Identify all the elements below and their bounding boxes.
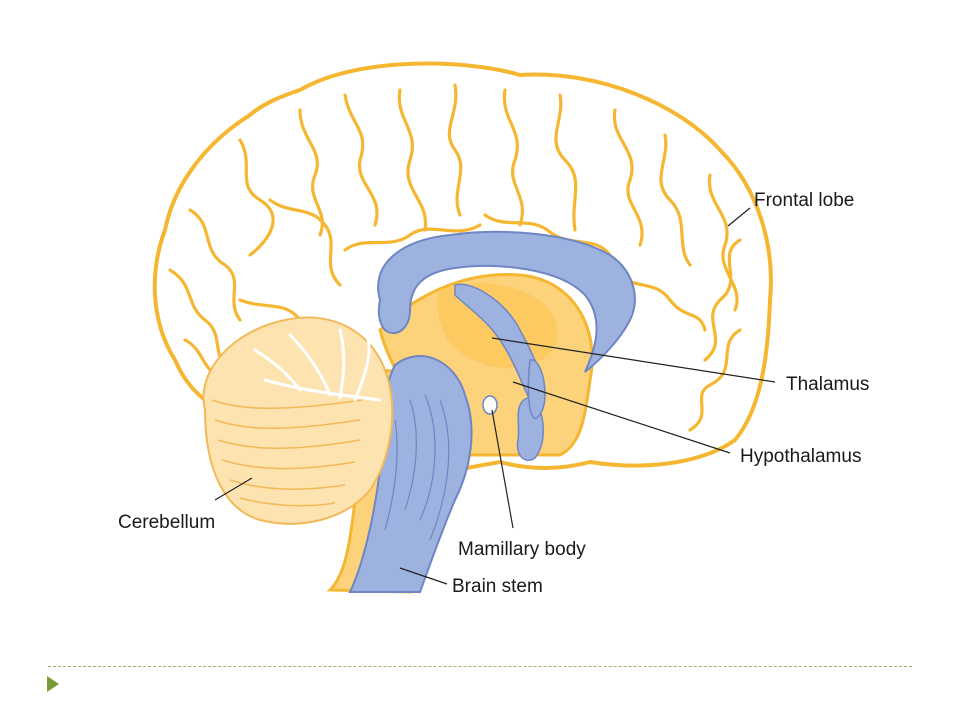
hypothalamus-label: Hypothalamus	[740, 446, 861, 467]
brain-stem-label: Brain stem	[452, 576, 543, 597]
mamillary-body-label: Mamillary body	[458, 539, 586, 560]
mamillary-body-leader	[491, 409, 514, 529]
lateral-ventricle	[377, 230, 636, 373]
thalamus-label: Thalamus	[786, 374, 869, 395]
hypothalamus-leader	[512, 381, 731, 454]
frontal-lobe-label: Frontal lobe	[754, 190, 854, 211]
brain-stem-leader	[399, 567, 448, 585]
triangle-right-icon	[47, 676, 59, 692]
footer-divider	[48, 666, 912, 667]
thalamus-leader	[491, 337, 776, 383]
cerebellum-leader	[214, 477, 253, 501]
frontal-lobe-leader	[727, 207, 751, 227]
mamillary-body-marker	[482, 395, 498, 415]
cerebellum	[202, 316, 394, 525]
cerebellum-label: Cerebellum	[118, 512, 215, 533]
ventricle-canal	[527, 359, 546, 419]
brain-stem-fibers	[384, 394, 450, 541]
